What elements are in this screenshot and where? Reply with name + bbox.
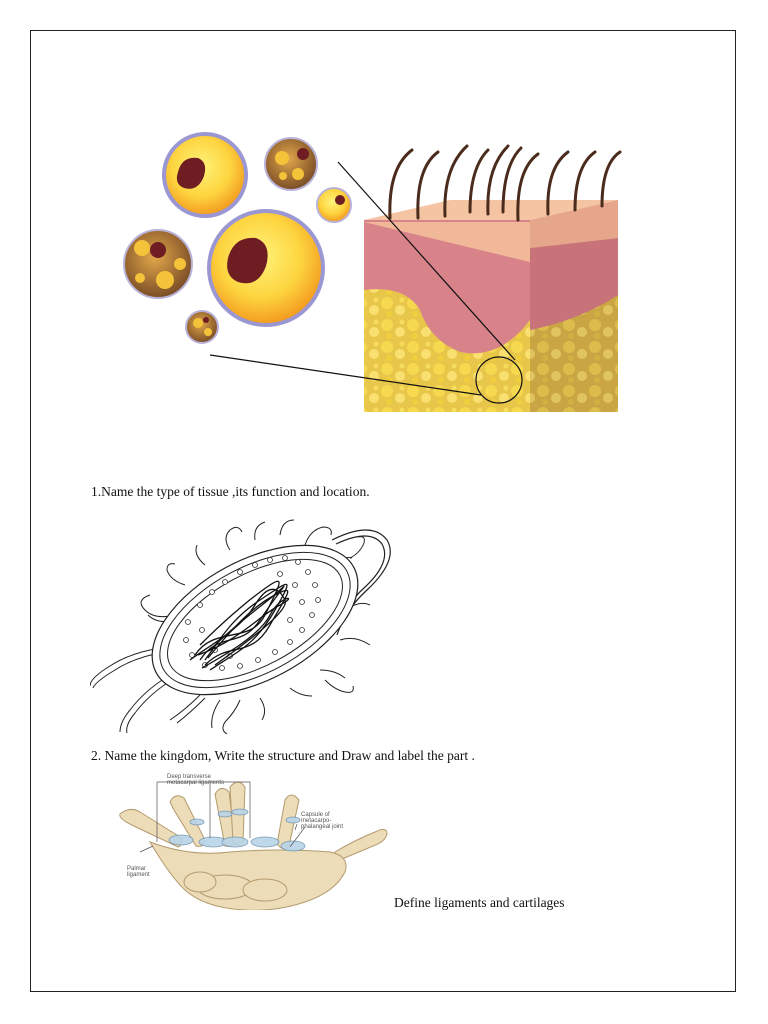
hand-label-left-line1: Palmar — [127, 866, 147, 872]
hand-label-top-line2: metacarpal ligaments — [167, 780, 225, 786]
adipose-tissue-icon — [123, 132, 622, 412]
hand-label-right-line2: metacarpo- — [301, 818, 332, 824]
hand-ligaments-icon — [119, 781, 388, 910]
question-1: 1.Name the type of tissue ,its function … — [91, 484, 370, 499]
question-2: 2. Name the kingdom, Write the structure… — [91, 748, 475, 763]
question-3: Define ligaments and cartilages — [394, 895, 565, 910]
bacterium-icon — [90, 519, 391, 735]
hand-label-right-line3: phalangeal joint — [301, 824, 344, 830]
hand-label-left-line2: ligament — [127, 872, 150, 878]
hand-label-top-line1: Deep transverse — [167, 774, 212, 780]
hand-label-top: Deep transverse metacarpal ligaments — [167, 774, 224, 786]
hand-label-right: Capsule of metacarpo- phalangeal joint — [301, 812, 343, 830]
hand-label-left: Palmar ligament — [127, 866, 150, 878]
hand-figure: Deep transverse metacarpal ligaments Cap… — [115, 772, 390, 910]
page-border — [30, 30, 736, 992]
hand-label-right-line1: Capsule of — [301, 812, 330, 818]
